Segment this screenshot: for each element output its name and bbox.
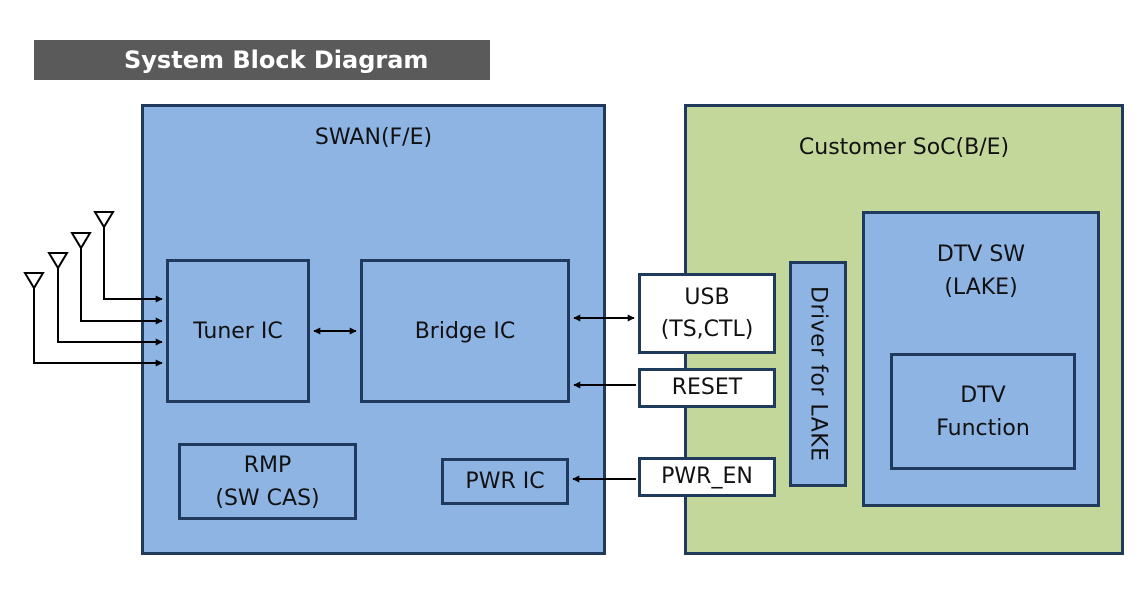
antenna-feed-line xyxy=(33,288,163,367)
dtv-sw-label: DTV SW (LAKE) xyxy=(936,242,1026,300)
pwr-en-signal-box: PWR_EN xyxy=(638,457,776,497)
antenna-feed-line xyxy=(80,248,163,325)
swan-panel-label: SWAN(F/E) xyxy=(314,125,433,150)
antenna-icon xyxy=(47,252,69,270)
pwr-ic-block: PWR IC xyxy=(441,458,569,505)
driver-for-lake-block: Driver for LAKE xyxy=(789,261,847,487)
tuner-ic-block: Tuner IC xyxy=(166,259,310,403)
antenna-icon xyxy=(70,232,92,250)
page-title: System Block Diagram xyxy=(34,40,490,80)
reset-signal-box: RESET xyxy=(638,368,776,408)
antenna-icon xyxy=(23,272,45,290)
usb-signal-box: USB (TS,CTL) xyxy=(638,273,776,354)
driver-for-lake-label: Driver for LAKE xyxy=(805,286,831,462)
antenna-feed-line xyxy=(57,268,163,346)
dtv-function-block: DTV Function xyxy=(890,353,1076,470)
customer-soc-panel-label: Customer SoC(B/E) xyxy=(798,135,1010,160)
antenna-feed-line xyxy=(103,227,163,303)
bridge-ic-block: Bridge IC xyxy=(360,259,570,403)
rmp-block: RMP (SW CAS) xyxy=(178,443,357,520)
antenna-icon xyxy=(93,211,115,229)
